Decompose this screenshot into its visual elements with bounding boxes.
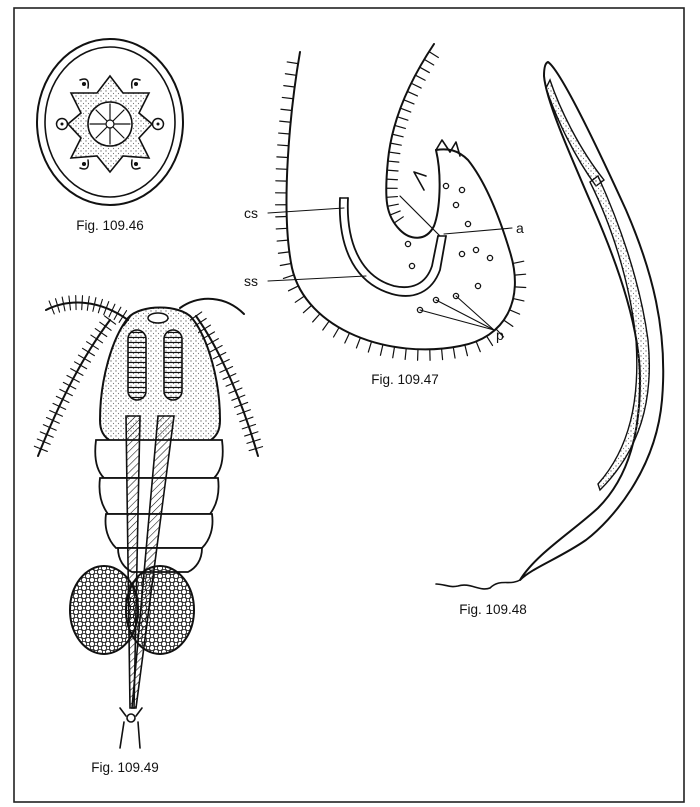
caudal-furca xyxy=(120,708,142,748)
tail-bristles xyxy=(276,52,526,361)
oviduct-right xyxy=(164,330,182,400)
fig-109-48-larva: Fig. 109.48 xyxy=(436,62,663,617)
copulatory-spicule xyxy=(340,196,446,296)
antenna-right xyxy=(180,299,244,314)
fig-109-48-caption: Fig. 109.48 xyxy=(459,602,527,617)
label-p: p xyxy=(496,327,504,343)
fig-109-46-cross-section: Fig. 109.46 xyxy=(37,39,183,233)
larva-tail-filament xyxy=(436,580,520,589)
fig-109-49-cyclops: Fig. 109.49 xyxy=(34,296,262,775)
fig-109-49-caption: Fig. 109.49 xyxy=(91,760,159,775)
eye-spot xyxy=(148,313,168,323)
lateral-cord-right xyxy=(153,119,164,130)
fig-109-47-male-tail: cs ss a p Fig. 109.47 xyxy=(244,44,526,387)
oviduct-left xyxy=(128,330,146,400)
tail-tip-spikes xyxy=(414,140,460,190)
label-a: a xyxy=(516,220,524,236)
label-cs: cs xyxy=(244,205,258,221)
tail-outer-outline xyxy=(287,52,515,349)
label-ss: ss xyxy=(244,273,258,289)
lateral-cord-left xyxy=(57,119,68,130)
fig-109-47-caption: Fig. 109.47 xyxy=(371,372,439,387)
fig-109-46-caption: Fig. 109.46 xyxy=(76,218,144,233)
